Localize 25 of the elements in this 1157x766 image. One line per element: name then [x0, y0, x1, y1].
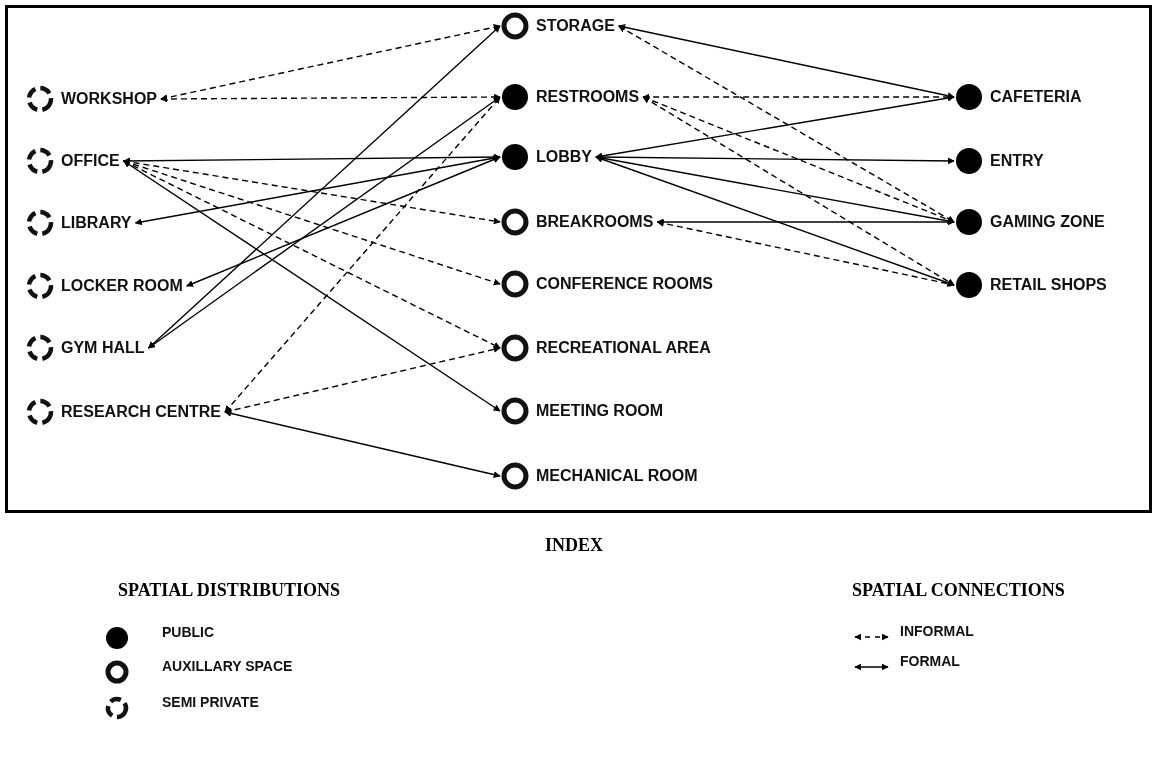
dashed-arrow [160, 93, 501, 103]
dashed-arrow [642, 93, 955, 101]
dashed-arrow [224, 346, 501, 414]
heading: INDEX [545, 535, 603, 556]
legend-label: SEMI PRIVATE [162, 694, 259, 710]
dashed-arrow [618, 25, 955, 223]
legend-label: INFORMAL [900, 623, 974, 639]
legend-label: FORMAL [900, 653, 960, 669]
heading: SPATIAL DISTRIBUTIONS [118, 580, 340, 601]
dashed-arrow [642, 96, 955, 223]
arrow [186, 156, 501, 287]
dashed-arrow [122, 159, 501, 286]
arrow [224, 410, 501, 478]
arrow [147, 25, 501, 349]
arrow [595, 155, 955, 287]
arrow [595, 153, 955, 165]
arrow [147, 96, 501, 349]
arrow [122, 160, 501, 412]
dashed-arrow [160, 23, 501, 102]
heading: SPATIAL CONNECTIONS [852, 580, 1065, 601]
legend-label: AUXILLARY SPACE [162, 658, 293, 674]
dashed-arrow [656, 219, 955, 288]
dashed-arrow [224, 96, 501, 413]
dashed-arrow [642, 96, 955, 286]
legend-label: PUBLIC [162, 624, 215, 640]
